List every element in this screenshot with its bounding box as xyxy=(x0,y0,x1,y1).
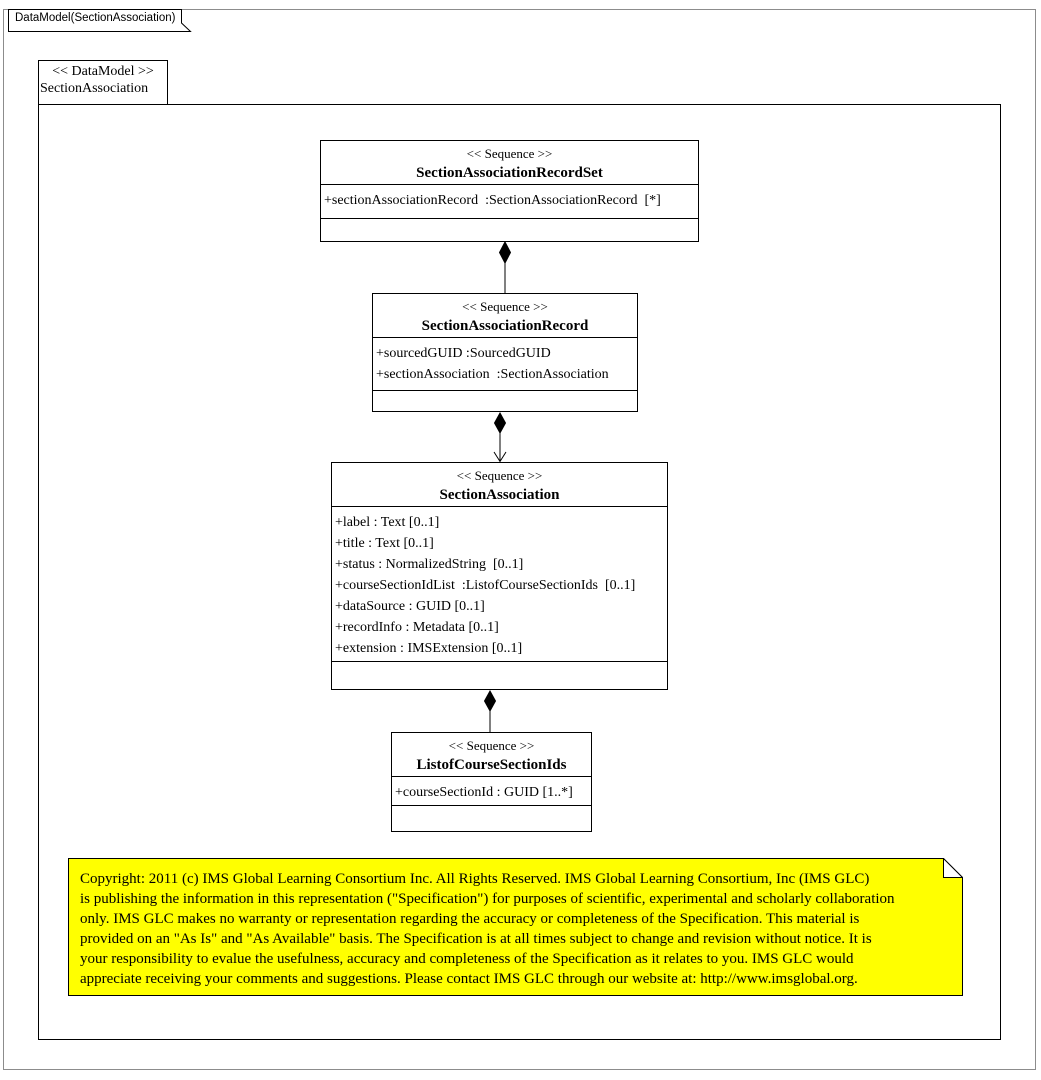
copyright-line: is publishing the information in this re… xyxy=(80,891,895,907)
class-stereotype: << Sequence >> xyxy=(462,299,548,314)
class-stereotype: << Sequence >> xyxy=(448,738,535,753)
attribute-row: +label : Text [0..1] xyxy=(335,515,440,530)
class-operations-empty xyxy=(321,219,698,241)
attribute-row: +courseSectionId : GUID [1..*] xyxy=(395,785,573,800)
class-stereotype: << Sequence >> xyxy=(466,146,553,161)
attribute-row: +dataSource : GUID [0..1] xyxy=(335,599,485,614)
class-name: SectionAssociation xyxy=(439,487,560,503)
attribute-row: +courseSectionIdList :ListofCourseSectio… xyxy=(335,578,636,593)
class-name: ListofCourseSectionIds xyxy=(416,757,567,773)
attribute-row: +sourcedGUID :SourcedGUID xyxy=(376,346,551,361)
class-listofcoursesectionids[interactable]: << Sequence >> ListofCourseSectionIds +c… xyxy=(391,732,592,832)
class-name: SectionAssociationRecord xyxy=(421,318,589,334)
attribute-row: +sectionAssociation :SectionAssociation xyxy=(376,367,609,382)
copyright-line: your responsibility to evalue the useful… xyxy=(80,951,854,967)
copyright-line: only. IMS GLC makes no warranty or repre… xyxy=(80,911,860,927)
class-sectionassociationrecord[interactable]: << Sequence >> SectionAssociationRecord … xyxy=(372,293,638,412)
attribute-row: +extension : IMSExtension [0..1] xyxy=(335,641,523,656)
class-operations-empty xyxy=(373,391,637,411)
class-sectionassociation[interactable]: << Sequence >> SectionAssociation +label… xyxy=(331,462,668,690)
attribute-row: +sectionAssociationRecord :SectionAssoci… xyxy=(324,193,661,208)
attribute-row: +title : Text [0..1] xyxy=(335,536,434,551)
class-attributes: +sectionAssociationRecord :SectionAssoci… xyxy=(321,185,698,219)
class-attributes: +label : Text [0..1] +title : Text [0..1… xyxy=(332,507,667,662)
copyright-line: appreciate receiving your comments and s… xyxy=(80,971,858,987)
copyright-line: Copyright: 2011 (c) IMS Global Learning … xyxy=(80,871,870,887)
tab-title: DataModel(SectionAssociation) xyxy=(15,12,176,24)
copyright-note[interactable]: Copyright: 2011 (c) IMS Global Learning … xyxy=(68,858,963,996)
class-header: << Sequence >> ListofCourseSectionIds xyxy=(392,733,591,777)
frame-label: << DataModel >> SectionAssociation xyxy=(38,60,168,105)
class-sectionassociationrecordset[interactable]: << Sequence >> SectionAssociationRecordS… xyxy=(320,140,699,242)
class-header: << Sequence >> SectionAssociation xyxy=(332,463,667,507)
tab-shape-icon xyxy=(8,9,192,32)
class-operations-empty xyxy=(332,662,667,689)
class-name: SectionAssociationRecordSet xyxy=(416,165,603,181)
class-attributes: +courseSectionId : GUID [1..*] xyxy=(392,777,591,806)
class-header: << Sequence >> SectionAssociationRecord xyxy=(373,294,637,338)
attribute-row: +recordInfo : Metadata [0..1] xyxy=(335,620,499,635)
class-header: << Sequence >> SectionAssociationRecordS… xyxy=(321,141,698,185)
class-operations-empty xyxy=(392,806,591,831)
frame-stereotype: << DataModel >> xyxy=(52,64,154,79)
diagram-tab[interactable]: DataModel(SectionAssociation) xyxy=(8,9,200,32)
attribute-row: +status : NormalizedString [0..1] xyxy=(335,557,524,572)
class-stereotype: << Sequence >> xyxy=(456,468,543,483)
window-border xyxy=(3,9,1036,1070)
class-attributes: +sourcedGUID :SourcedGUID +sectionAssoci… xyxy=(373,338,637,391)
diagram-frame xyxy=(38,104,1001,1040)
frame-name: SectionAssociation xyxy=(40,81,149,96)
note-shape-icon xyxy=(68,858,963,996)
copyright-text: Copyright: 2011 (c) IMS Global Learning … xyxy=(80,869,948,989)
copyright-line: provided on an "As Is" and "As Available… xyxy=(80,931,872,947)
